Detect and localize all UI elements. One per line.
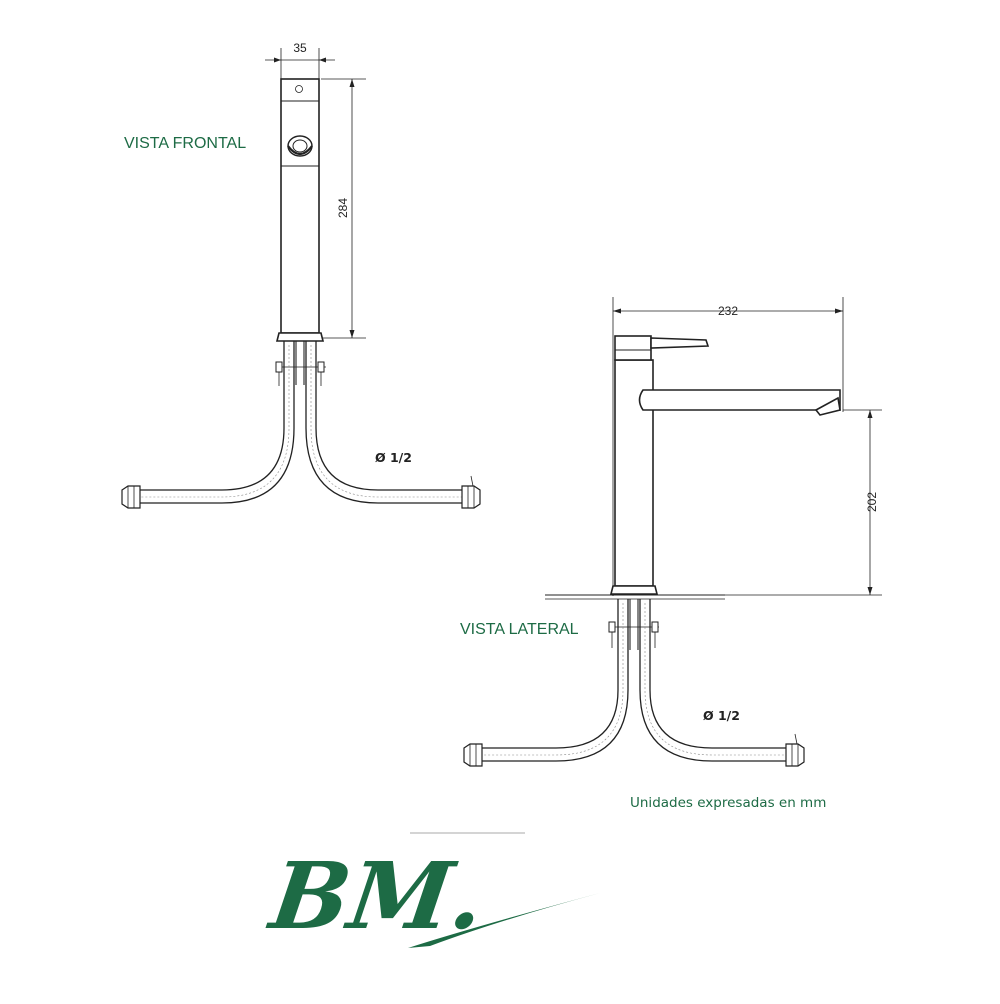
side-shank: [608, 599, 659, 650]
spout-height-dimension: 202: [725, 409, 882, 596]
side-view: 232 202: [463, 297, 882, 767]
side-view-label: VISTA LATERAL: [460, 621, 579, 638]
width-dimension-value: 35: [293, 41, 307, 55]
side-lever-handle: [614, 335, 710, 361]
side-hose-diameter: Ø 1/2: [703, 708, 740, 723]
side-spout: [638, 389, 841, 416]
front-aerator-icon: [287, 135, 313, 157]
height-dimension-value: 284: [336, 198, 350, 218]
logo-mark: BM.: [262, 841, 492, 949]
reach-dimension: 232: [612, 297, 844, 596]
height-dimension: 284: [321, 78, 366, 339]
front-view: 35 284: [121, 41, 481, 509]
front-left-hose: [121, 341, 295, 509]
bm-logo: BM.: [262, 832, 600, 950]
front-hose-diameter: Ø 1/2: [375, 450, 412, 465]
units-note: Unidades expresadas en mm: [630, 795, 827, 811]
front-right-hose: [305, 341, 481, 509]
side-base: [609, 585, 659, 595]
width-dimension: 35: [265, 41, 335, 80]
reach-dimension-value: 232: [718, 304, 738, 318]
front-faucet-body: [280, 78, 320, 334]
logo-swoosh: [408, 893, 600, 948]
front-base: [275, 332, 325, 342]
side-right-hose: [639, 599, 805, 767]
front-view-label: VISTA FRONTAL: [124, 135, 247, 152]
side-left-hose: [463, 599, 629, 767]
handle-pin-icon: [295, 85, 303, 93]
spout-height-dimension-value: 202: [865, 492, 879, 512]
